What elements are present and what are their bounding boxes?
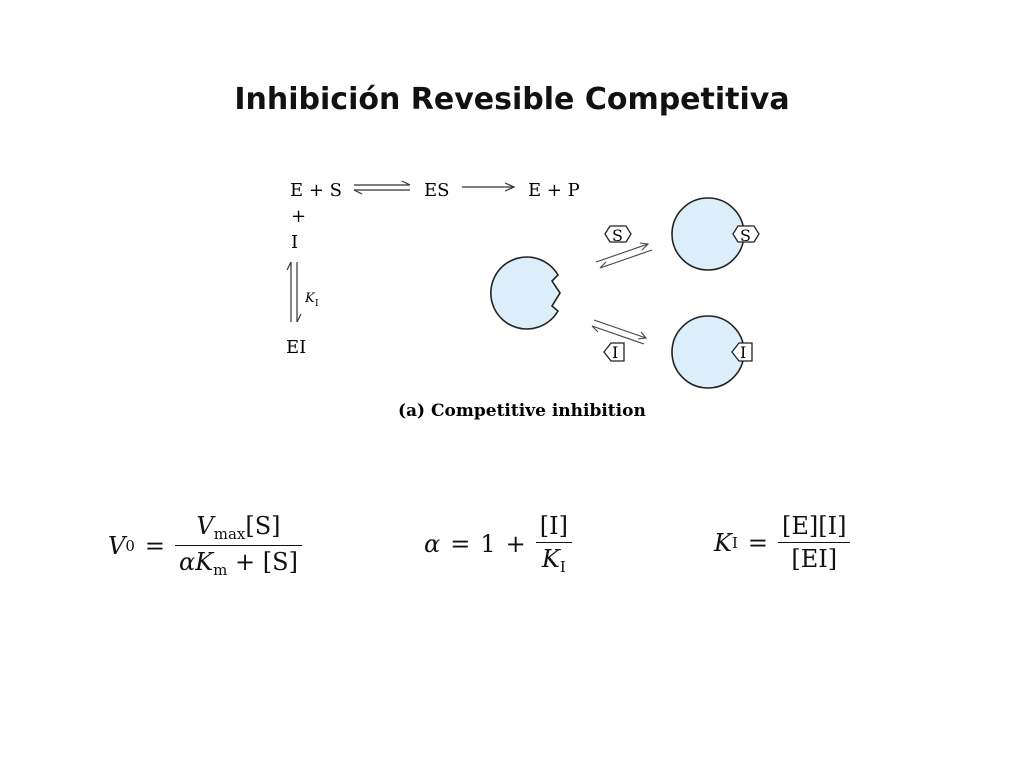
scheme-ki-sub: I [315,299,319,309]
forward-arrow-ep [462,182,516,192]
eq-v0-fraction: Vmax[S] αKm + [S] [175,512,302,579]
figure-caption: (a) Competitive inhibition [398,401,646,421]
inhibitor-label: I [612,343,618,362]
binding-arrows-substrate [595,242,653,269]
equilibrium-arrow-es [353,180,411,195]
eq-alpha-plus: + [505,530,526,558]
eq-ki-den: [EI] [791,545,838,573]
page-title: Inhibición Revesible Competitiva [234,82,790,117]
eq-ki-lhs-sub: I [731,533,738,552]
eq-alpha-one: 1 [480,530,496,558]
eq-alpha-num: [I] [535,512,572,543]
eq-v0-den-k: K [195,548,214,576]
eq-v0-lhs-sub: 0 [125,536,135,555]
eq-v0-den-alpha: α [179,548,196,576]
equilibrium-arrow-ei [286,261,302,323]
substrate-label: S [612,226,623,245]
eq-v0-num-rest: [S] [245,512,281,540]
scheme-plus: + [291,206,306,227]
scheme-e-plus-s: E + S [290,180,342,201]
free-enzyme [490,256,561,330]
eq-alpha-den-k: K [541,545,560,573]
inhibitor-shape [603,342,625,362]
eq-ki-equals: = [747,528,768,557]
eq-alpha-fraction: [I] KI [535,512,572,576]
substrate-hexagon [604,225,632,243]
scheme-es: ES [424,180,449,201]
scheme-inhibitor: I [291,232,298,253]
bound-inhibitor-shape [731,342,753,362]
scheme-ei: EI [286,337,306,358]
eq-v0-den-sub: m [213,561,228,579]
equation-alpha: α = 1 + [I] KI [424,512,572,576]
scheme-e-plus-p: E + P [528,180,580,201]
eq-alpha-equals: = [450,530,471,558]
bound-substrate-label: S [740,226,751,245]
eq-ki-fraction: [E][I] [EI] [777,512,851,573]
eq-v0-num-sub: max [213,525,246,543]
binding-arrows-inhibitor [591,319,648,345]
scheme-ki-label: K [304,291,316,306]
eq-ki-num: [E][I] [777,512,851,543]
eq-ki-lhs: K [714,528,732,557]
eq-v0-num-v: V [196,512,214,540]
bound-inhibitor-label: I [740,343,746,362]
eq-v0-den-rest: + [S] [235,548,298,576]
eq-v0-equals: = [144,531,165,560]
eq-v0-lhs: V [108,531,126,560]
eq-alpha-den-sub: I [559,558,566,576]
eq-alpha-lhs: α [424,530,441,558]
bound-substrate-hexagon [732,225,760,243]
